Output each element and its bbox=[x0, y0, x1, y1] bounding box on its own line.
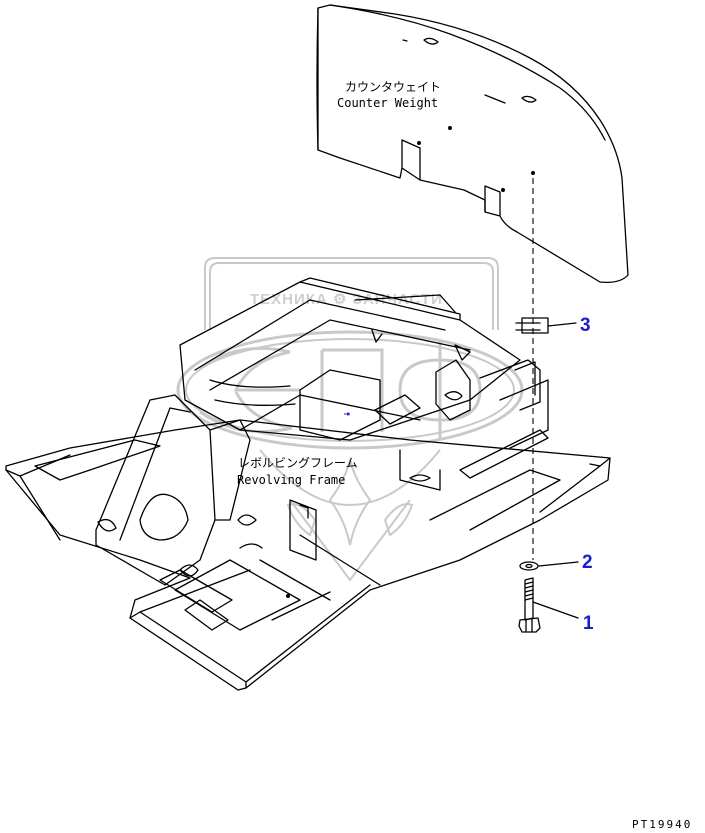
callout-2-number: 2 bbox=[582, 552, 593, 573]
frame-label-jp: レボルビングフレーム bbox=[238, 456, 358, 470]
counterweight-label-jp: カウンタウェイト bbox=[345, 80, 441, 94]
part-washer: 2 bbox=[519, 552, 593, 573]
part-bolt: 1 bbox=[518, 577, 594, 634]
callout-3-number: 3 bbox=[580, 315, 591, 336]
watermark: ТЕХНИКА ⚙ ЗАПЧАСТИ bbox=[176, 257, 524, 582]
frame-label-en: Revolving Frame bbox=[237, 473, 345, 487]
part-shim: 3 bbox=[515, 315, 591, 336]
revolving-frame: レボルビングフレーム Revolving Frame bbox=[5, 277, 611, 691]
counterweight-label-en: Counter Weight bbox=[337, 96, 438, 110]
callout-1-number: 1 bbox=[583, 613, 594, 634]
counterweight: カウンタウェイト Counter Weight bbox=[316, 4, 629, 283]
drawing-code: PT19940 bbox=[632, 818, 692, 831]
